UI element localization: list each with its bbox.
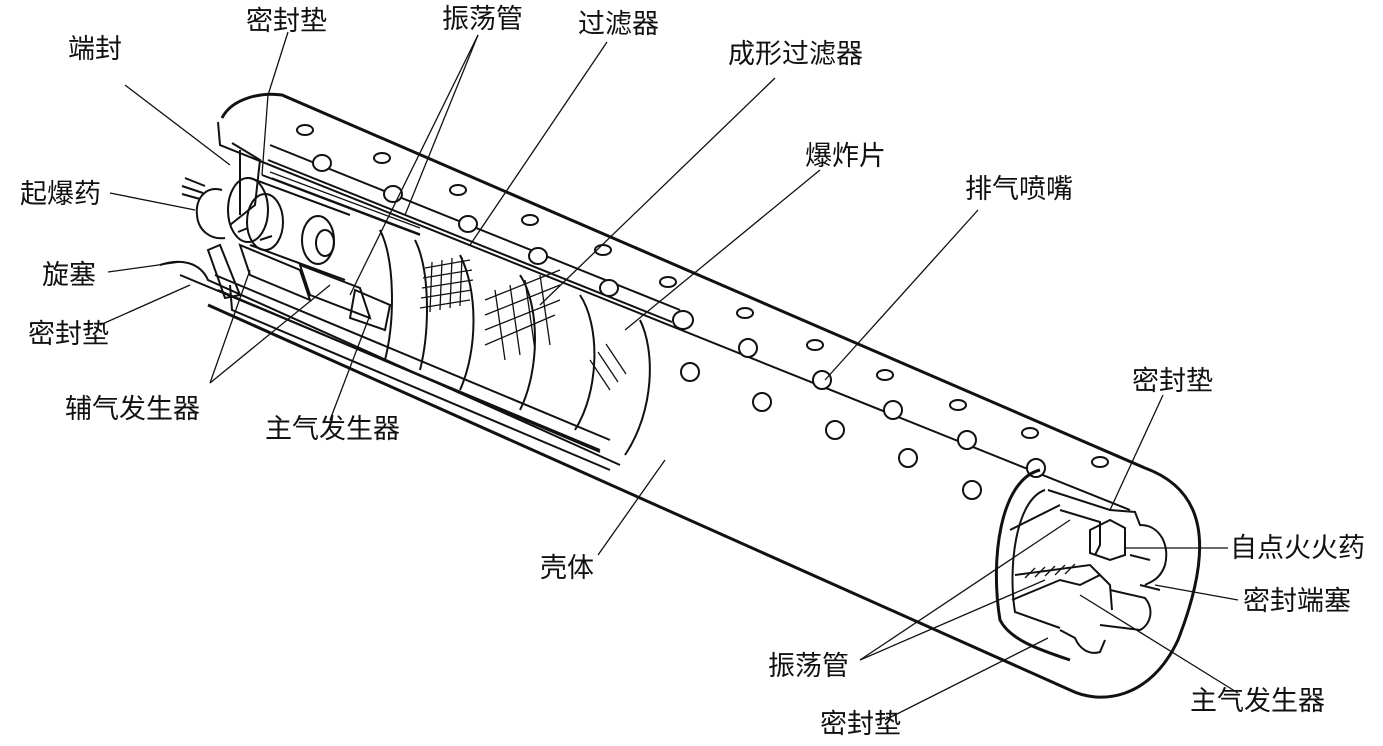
label-oscillating-tube-bottom: 振荡管 [768,651,849,682]
label-main-gas-generator-left: 主气发生器 [265,414,400,445]
left-end-assembly [181,142,421,332]
label-aux-gas-generator: 辅气发生器 [65,394,200,425]
right-end-assembly [994,468,1168,662]
label-main-gas-generator-right: 主气发生器 [1190,686,1325,717]
label-gasket-bottom: 密封垫 [820,709,901,740]
label-rotary-plug: 旋塞 [42,260,96,291]
internal-components [214,144,681,471]
exhaust-holes [296,124,1109,500]
label-burst-disk: 爆炸片 [805,141,886,172]
label-housing: 壳体 [540,553,594,584]
label-filter: 过滤器 [578,9,659,40]
leader-lines [99,31,1239,721]
label-gasket-left: 密封垫 [28,319,109,350]
label-detonator-charge: 起爆药 [20,179,101,210]
label-exhaust-nozzle: 排气喷嘴 [965,174,1073,205]
label-forming-filter: 成形过滤器 [728,39,863,70]
label-seal-end-plug: 密封端塞 [1243,586,1351,617]
label-auto-ignition-charge: 自点火火药 [1230,533,1365,564]
label-end-seal: 端封 [68,34,122,65]
label-gasket-right: 密封垫 [1132,366,1213,397]
label-oscillating-tube-top: 振荡管 [442,4,523,35]
label-gasket-top: 密封垫 [246,6,327,37]
